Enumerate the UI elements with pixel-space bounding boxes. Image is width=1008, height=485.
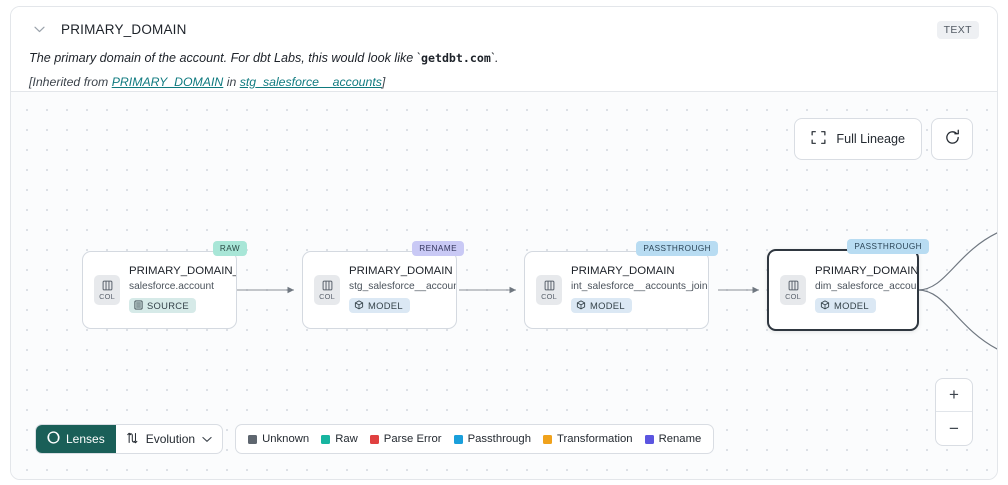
column-icon-label: COL xyxy=(99,291,115,301)
inherited-model-link[interactable]: stg_salesforce__accounts xyxy=(239,75,382,89)
title-row: PRIMARY_DOMAIN xyxy=(29,17,979,41)
canvas-top-controls: Full Lineage xyxy=(794,118,973,160)
node-type-badge: SOURCE xyxy=(129,297,196,313)
node-type-label: SOURCE xyxy=(147,299,189,311)
node-body: PRIMARY_DOMAIN stg_salesforce__accounts … xyxy=(349,265,456,316)
lenses-button[interactable]: Lenses xyxy=(36,425,116,453)
node-type-label: MODEL xyxy=(368,299,403,311)
legend-swatch xyxy=(369,434,379,444)
lineage-node[interactable]: RAW COL PRIMARY_DOMAIN__C salesforce.acc… xyxy=(82,241,247,329)
node-source-name: salesforce.account xyxy=(129,280,214,292)
node-type-label: MODEL xyxy=(590,299,625,311)
lineage-legend: Unknown Raw Parse Error Passthrough Tran… xyxy=(235,424,715,454)
status-badge: TEXT xyxy=(936,21,979,39)
legend-item: Rename xyxy=(644,433,702,445)
refresh-button[interactable] xyxy=(931,118,973,160)
canvas-bottom-toolbar: Lenses Evolution xyxy=(35,424,715,454)
node-body: PRIMARY_DOMAIN__C salesforce.account SOU… xyxy=(129,265,236,316)
column-icon-label: COL xyxy=(319,291,335,301)
node-type-badge: MODEL xyxy=(571,297,632,313)
node-body: PRIMARY_DOMAIN int_salesforce__accounts_… xyxy=(571,265,708,316)
column-icon-label: COL xyxy=(785,291,801,301)
node-type-badge: MODEL xyxy=(349,297,410,313)
column-icon-label: COL xyxy=(541,291,557,301)
node-type-label: MODEL xyxy=(834,299,869,311)
node-column-name: PRIMARY_DOMAIN xyxy=(815,264,917,277)
legend-item: Unknown xyxy=(248,433,309,445)
lineage-node[interactable]: RENAME COL PRIMARY_DOMAIN stg_salesforce… xyxy=(302,241,464,329)
legend-label: Unknown xyxy=(262,433,310,445)
cube-icon xyxy=(354,300,364,310)
lineage-node-selected[interactable]: PASSTHROUGH COL PRIMARY_DOMAIN dim_sales… xyxy=(767,239,929,331)
column-icon: COL xyxy=(536,275,562,305)
legend-swatch xyxy=(248,434,258,444)
node-kind-tag: RENAME xyxy=(412,241,464,256)
legend-swatch xyxy=(543,434,552,444)
node-source-name: dim_salesforce_accounts xyxy=(815,280,917,292)
node-kind-tag: PASSTHROUGH xyxy=(847,239,929,254)
node-source-name: int_salesforce__accounts_joined xyxy=(571,280,708,292)
legend-label: Rename xyxy=(658,433,702,445)
node-kind-tag: PASSTHROUGH xyxy=(636,241,718,256)
cube-icon xyxy=(820,300,830,310)
column-icon: COL xyxy=(314,275,340,305)
zoom-controls: + − xyxy=(935,378,973,446)
lineage-canvas[interactable]: RAW COL PRIMARY_DOMAIN__C salesforce.acc… xyxy=(11,91,997,479)
legend-swatch xyxy=(644,434,654,444)
column-lineage-panel: PRIMARY_DOMAIN TEXT The primary domain o… xyxy=(10,6,998,480)
zoom-in-button[interactable]: + xyxy=(936,379,972,412)
column-icon: COL xyxy=(780,275,806,305)
legend-swatch xyxy=(321,434,331,444)
legend-item: Passthrough xyxy=(453,433,531,445)
node-column-name: PRIMARY_DOMAIN__C xyxy=(129,264,236,277)
database-icon xyxy=(134,300,143,310)
node-source-name: stg_salesforce__accounts xyxy=(349,280,456,292)
legend-label: Passthrough xyxy=(467,433,531,445)
inherited-prefix: [Inherited from xyxy=(29,75,112,89)
lens-aperture-icon xyxy=(47,431,60,447)
column-description: The primary domain of the account. For d… xyxy=(29,50,979,66)
node-type-badge: MODEL xyxy=(815,297,876,313)
legend-item: Transformation xyxy=(543,433,633,445)
legend-label: Transformation xyxy=(557,433,633,445)
description-code: getdbt.com xyxy=(421,51,491,65)
lenses-label: Lenses xyxy=(66,432,105,446)
node-body: PRIMARY_DOMAIN dim_salesforce_accounts M… xyxy=(815,265,917,316)
legend-swatch xyxy=(453,434,463,444)
lenses-evolution-group: Lenses Evolution xyxy=(35,424,224,454)
zoom-out-button[interactable]: − xyxy=(949,418,959,438)
inherited-note: [Inherited from PRIMARY_DOMAIN in stg_sa… xyxy=(29,74,979,90)
evolution-label: Evolution xyxy=(145,432,196,446)
legend-item: Parse Error xyxy=(369,433,442,445)
node-column-name: PRIMARY_DOMAIN xyxy=(571,264,675,277)
expand-corners-icon xyxy=(811,130,826,148)
description-pre: The primary domain of the account. For d… xyxy=(29,51,421,65)
node-kind-tag: RAW xyxy=(212,241,247,256)
chevron-down-icon[interactable] xyxy=(29,19,49,39)
inherited-middle: in xyxy=(223,75,240,89)
full-lineage-button[interactable]: Full Lineage xyxy=(794,118,922,160)
full-lineage-label: Full Lineage xyxy=(836,132,905,146)
chevron-down-icon xyxy=(202,432,212,446)
refresh-icon xyxy=(944,129,961,149)
lineage-node[interactable]: PASSTHROUGH COL PRIMARY_DOMAIN int_sales… xyxy=(524,241,718,329)
column-icon: COL xyxy=(94,275,120,305)
inherited-suffix: ] xyxy=(381,75,386,89)
legend-label: Raw xyxy=(335,433,358,445)
cube-icon xyxy=(576,300,586,310)
sort-arrows-icon xyxy=(126,431,139,448)
column-header: PRIMARY_DOMAIN TEXT The primary domain o… xyxy=(11,7,997,91)
page-title: PRIMARY_DOMAIN xyxy=(61,21,187,37)
legend-label: Parse Error xyxy=(383,433,442,445)
legend-item: Raw xyxy=(321,433,358,445)
evolution-dropdown[interactable]: Evolution xyxy=(116,425,222,453)
inherited-column-link[interactable]: PRIMARY_DOMAIN xyxy=(111,75,224,89)
description-post: `. xyxy=(490,51,499,65)
node-column-name: PRIMARY_DOMAIN xyxy=(349,264,453,277)
